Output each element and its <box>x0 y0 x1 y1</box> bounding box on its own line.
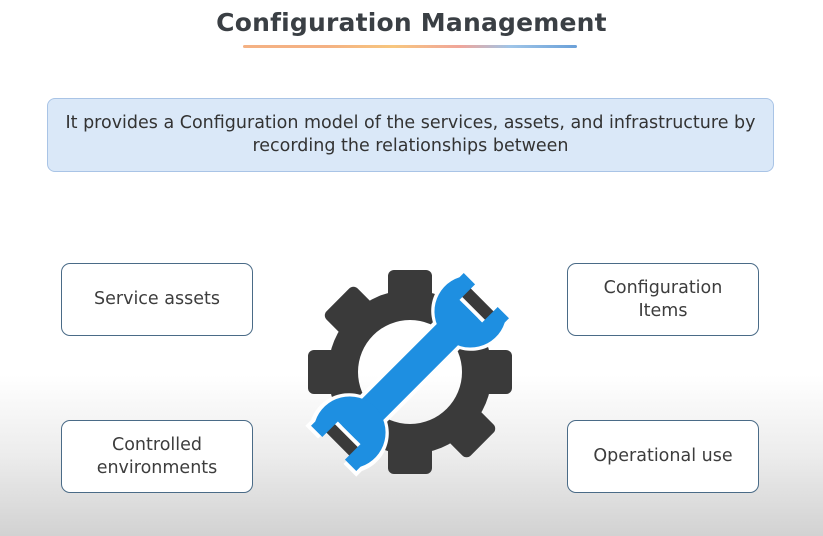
banner-text: It provides a Configuration model of the… <box>65 113 756 156</box>
box-label: Service assets <box>94 289 220 309</box>
gear-wrench-icon <box>300 262 520 482</box>
wrench-icon <box>305 267 515 477</box>
configuration-items-box: Configuration Items <box>567 263 759 336</box>
description-banner: It provides a Configuration model of the… <box>47 98 774 172</box>
service-assets-box: Service assets <box>61 263 253 336</box>
title-underline <box>243 45 577 48</box>
box-label: Controlled environments <box>96 434 218 478</box>
operational-use-box: Operational use <box>567 420 759 493</box>
box-label: Operational use <box>593 446 733 466</box>
gear-wrench-svg <box>305 267 515 477</box>
controlled-environments-box: Controlled environments <box>61 420 253 493</box>
page-title: Configuration Management <box>216 8 607 37</box>
box-label: Configuration Items <box>603 277 723 321</box>
